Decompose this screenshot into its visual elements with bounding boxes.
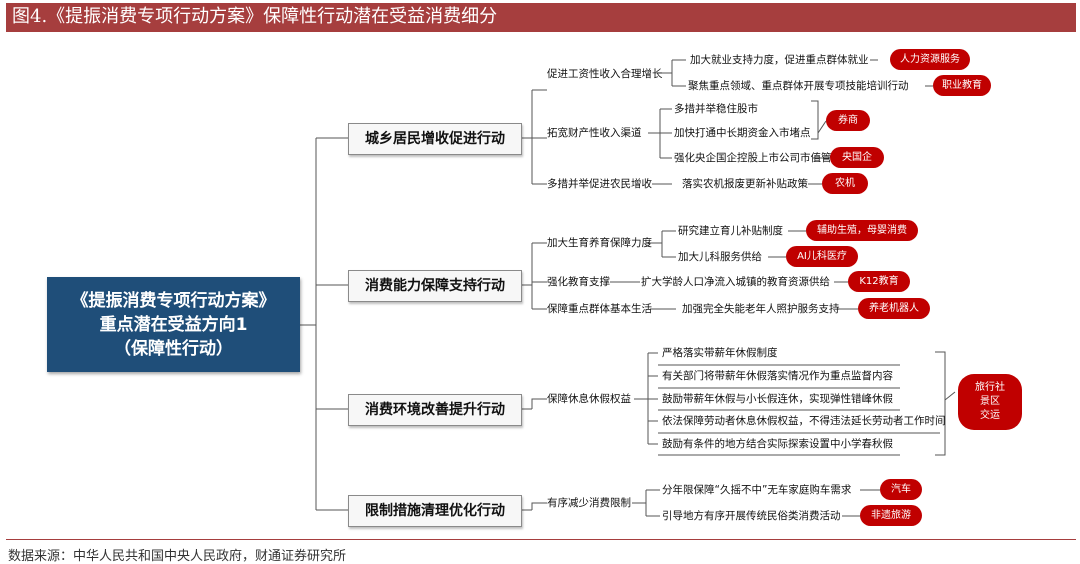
tag-pill: 辅助生殖，母婴消费 [806,220,918,241]
item-label: 落实农机报废更新补贴政策 [682,178,808,190]
tag-pill: K12教育 [848,271,910,292]
sub-label: 强化教育支撑 [547,276,610,288]
root-node: 《提振消费专项行动方案》 重点潜在受益方向1 （保障性行动） [47,277,300,372]
branch-income-title: 城乡居民增收促进行动 [348,123,522,155]
item-label: 加快打通中长期资金入市堵点 [674,127,811,139]
tag-pill: 职业教育 [933,75,991,96]
root-line-1: 《提振消费专项行动方案》 [71,290,276,311]
figure-title: 图4.《提振消费专项行动方案》保障性行动潜在受益消费细分 [12,6,498,27]
item-label: 严格落实带薪年休假制度 [662,347,778,359]
item-label: 引导地方有序开展传统民俗类消费活动 [662,510,841,522]
sub-label: 多措并举促进农民增收 [547,178,652,190]
title-bar: 图4.《提振消费专项行动方案》保障性行动潜在受益消费细分 [6,3,1076,32]
tag-pill: AI儿科医疗 [786,246,858,267]
branch-restriction-title: 限制措施清理优化行动 [348,495,522,527]
item-label: 加大就业支持力度，促进重点群体就业 [690,54,869,66]
tag-pill: 养老机器人 [858,298,930,319]
root-line-3: （保障性行动） [114,338,233,359]
item-label: 鼓励有条件的地方结合实际探索设置中小学春秋假 [662,438,893,450]
tag-pill: 汽车 [880,479,922,500]
root-line-2: 重点潜在受益方向1 [99,314,248,335]
branch-capacity-title: 消费能力保障支持行动 [348,270,522,302]
item-label: 扩大学龄人口净流入城镇的教育资源供给 [641,276,830,288]
item-label: 加强完全失能老年人照护服务支持 [682,303,840,315]
item-label: 鼓励带薪年休假与小长假连休，实现弹性错峰休假 [662,393,893,405]
item-label: 加大儿科服务供给 [678,251,762,263]
branch-environment-title: 消费环境改善提升行动 [348,394,522,426]
item-label: 强化央企国企控股上市公司市值管理 [674,152,842,164]
tag-pill-tourism: 旅行社 景区 交运 [958,374,1022,430]
tag-pill: 农机 [822,173,868,194]
sub-label: 加大生育养育保障力度 [547,237,652,249]
tag-pill: 非遗旅游 [860,505,922,526]
sub-label: 拓宽财产性收入渠道 [547,127,642,139]
sub-label: 保障休息休假权益 [547,393,631,405]
item-label: 有关部门将带薪年休假落实情况作为重点监督内容 [662,370,893,382]
source-note: 数据来源：中华人民共和国中央人民政府，财通证券研究所 [8,549,347,564]
tag-pill: 人力资源服务 [890,49,970,70]
tag-pill: 券商 [826,110,870,131]
item-label: 依法保障劳动者休息休假权益，不得违法延长劳动者工作时间 [662,415,946,427]
tag-pill: 央国企 [830,147,884,168]
item-label: 多措并举稳住股市 [674,103,758,115]
sub-label: 促进工资性收入合理增长 [547,68,663,80]
item-label: 聚焦重点领域、重点群体开展专项技能培训行动 [688,80,909,92]
footer-divider [6,539,1076,540]
item-label: 研究建立育儿补贴制度 [678,225,783,237]
item-label: 分年限保障“久摇不中”无车家庭购车需求 [662,484,852,496]
sub-label: 保障重点群体基本生活 [547,303,652,315]
sub-label: 有序减少消费限制 [547,497,631,509]
